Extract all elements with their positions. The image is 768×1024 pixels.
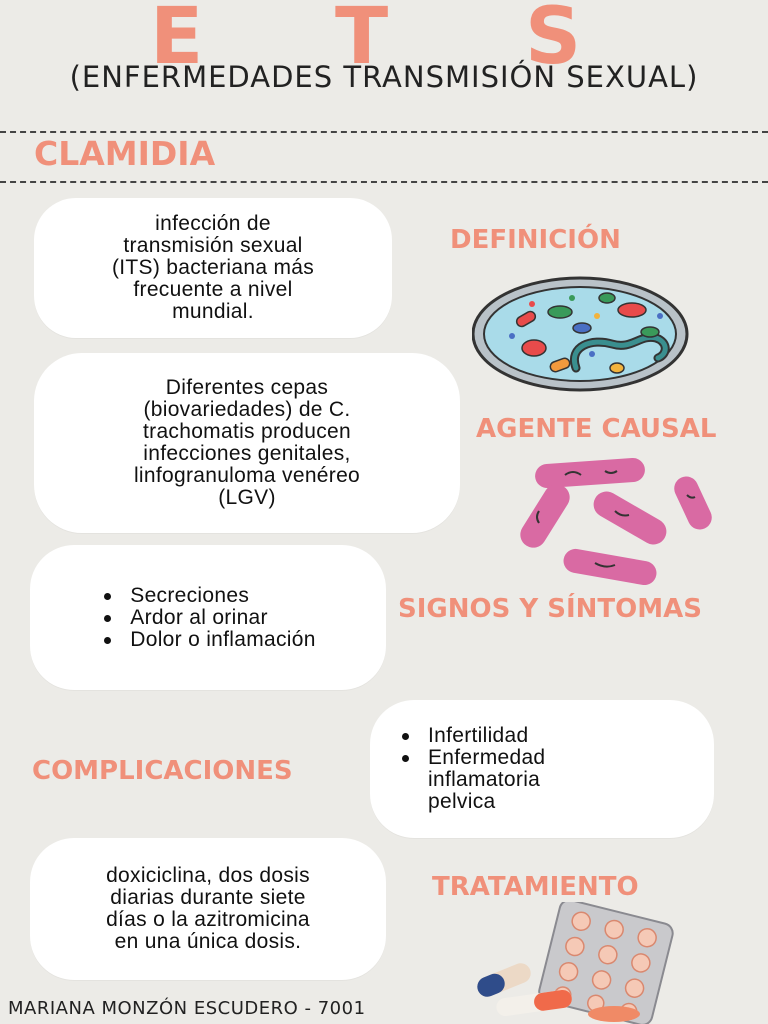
complications-label: COMPLICACIONES [32,756,293,786]
list-item: Dolor o inflamación [100,628,315,651]
symptoms-card: Secreciones Ardor al orinar Dolor o infl… [30,545,386,690]
causal-agent-label: AGENTE CAUSAL [476,414,717,444]
divider-top [0,131,768,133]
list-item: Enfermedad inflamatoria pelvica [398,747,608,813]
definition-line: mundial. [172,300,254,323]
definition-line: transmisión sexual [123,234,303,257]
title-letter-t: T [335,0,389,82]
definition-label: DEFINICIÓN [450,225,621,255]
title-letter-e: E [150,0,204,82]
definition-line: frecuente a nivel [133,278,293,301]
treatment-card: doxiciclina, dos dosis diarias durante s… [30,838,386,980]
treatment-text: doxiciclina, dos dosis diarias durante s… [106,865,310,953]
causal-agent-line: (LGV) [218,486,276,509]
definition-card: infección de transmisión sexual (ITS) ba… [34,198,392,338]
causal-agent-card: Diferentes cepas (biovariedades) de C. t… [34,353,460,533]
treatment-line: en una única dosis. [114,930,302,953]
definition-line: (ITS) bacteriana más [111,256,315,279]
title-letter-s: S [525,0,582,82]
causal-agent-line: linfogranuloma venéreo [133,464,361,487]
list-item: Infertilidad [398,725,608,747]
causal-agent-line: trachomatis producen [143,420,351,443]
symptoms-label: SIGNOS Y SÍNTOMAS [398,594,702,624]
pills-icon [477,902,674,1024]
petri-dish-icon [472,276,689,392]
divider-bottom [0,181,768,183]
treatment-line: días o la azitromicina [106,908,310,931]
causal-agent-text: Diferentes cepas (biovariedades) de C. t… [134,377,360,509]
treatment-line: doxiciclina, dos dosis [106,864,310,887]
complications-card: Infertilidad Enfermedad inflamatoria pel… [370,700,714,838]
causal-agent-line: (biovariedades) de C. [143,398,351,421]
causal-agent-line: Diferentes cepas [165,376,329,399]
complications-list: Infertilidad Enfermedad inflamatoria pel… [398,725,608,813]
definition-text: infección de transmisión sexual (ITS) ba… [112,213,314,323]
list-item: Ardor al orinar [100,606,315,629]
section-title: CLAMIDIA [34,134,216,173]
symptoms-list: Secreciones Ardor al orinar Dolor o infl… [100,584,315,651]
definition-line: infección de [155,212,271,235]
treatment-label: TRATAMIENTO [432,872,639,902]
author-footer: MARIANA MONZÓN ESCUDERO - 7001 [8,998,366,1019]
page-subtitle: (ENFERMEDADES TRANSMISIÓN SEXUAL) [69,60,699,94]
treatment-line: diarias durante siete [110,886,306,909]
causal-agent-line: infecciones genitales, [143,442,351,465]
bacteria-icon [520,458,712,585]
list-item: Secreciones [100,584,315,607]
